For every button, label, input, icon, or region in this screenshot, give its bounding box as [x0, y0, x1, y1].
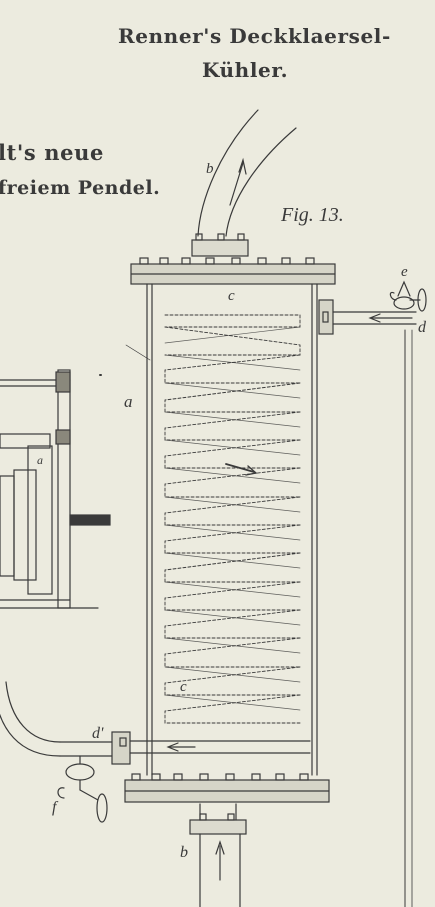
label-b-top: b — [206, 161, 214, 177]
bolt — [217, 233, 225, 241]
label-d: d — [418, 319, 426, 336]
label-c-top: c — [228, 288, 235, 304]
machine-frame-post — [57, 369, 71, 609]
flow-arrow-head — [238, 157, 247, 175]
side-inlet-flange — [318, 299, 334, 335]
valve-f-body — [65, 763, 95, 781]
machine-wheel — [13, 469, 37, 581]
figure-label: Fig. 13. — [281, 204, 344, 226]
label-f: f — [52, 799, 57, 816]
machine-shaft — [69, 514, 111, 526]
left-caption-line-2: freiem Pendel. — [0, 177, 161, 199]
label-b-bottom: b — [180, 844, 188, 861]
top-inlet-flange — [191, 239, 249, 257]
label-a-small: a — [37, 453, 43, 467]
internal-flow-arrow — [225, 463, 255, 473]
valve-e-handle — [389, 291, 397, 301]
label-a-main: a — [124, 392, 133, 411]
machine-column — [27, 445, 53, 595]
valve-f-knob — [96, 793, 108, 823]
bolt — [237, 233, 245, 241]
flow-arrow-shaft — [229, 162, 244, 206]
steam-pipe-outer — [197, 109, 259, 237]
machine-arm — [0, 433, 51, 449]
bolt — [195, 233, 203, 241]
valve-f-handle — [57, 787, 65, 799]
valve-e-body — [393, 296, 415, 310]
valve-e-stem — [397, 280, 411, 297]
left-caption-line-1: lt's neue — [0, 140, 104, 165]
label-e: e — [401, 264, 408, 280]
curved-outlet-pipe — [5, 681, 61, 743]
label-d-prime: d' — [92, 725, 104, 742]
plate-title-line-1: Renner's Deckklaersel- — [118, 24, 391, 48]
steam-pipe-inner — [225, 127, 297, 237]
side-outlet-flange — [111, 731, 131, 765]
cooling-coil — [164, 314, 301, 724]
bottom-inlet-flange — [189, 819, 247, 835]
label-c-bottom: c — [180, 679, 187, 695]
plate-title-line-2: Kühler. — [202, 58, 289, 82]
